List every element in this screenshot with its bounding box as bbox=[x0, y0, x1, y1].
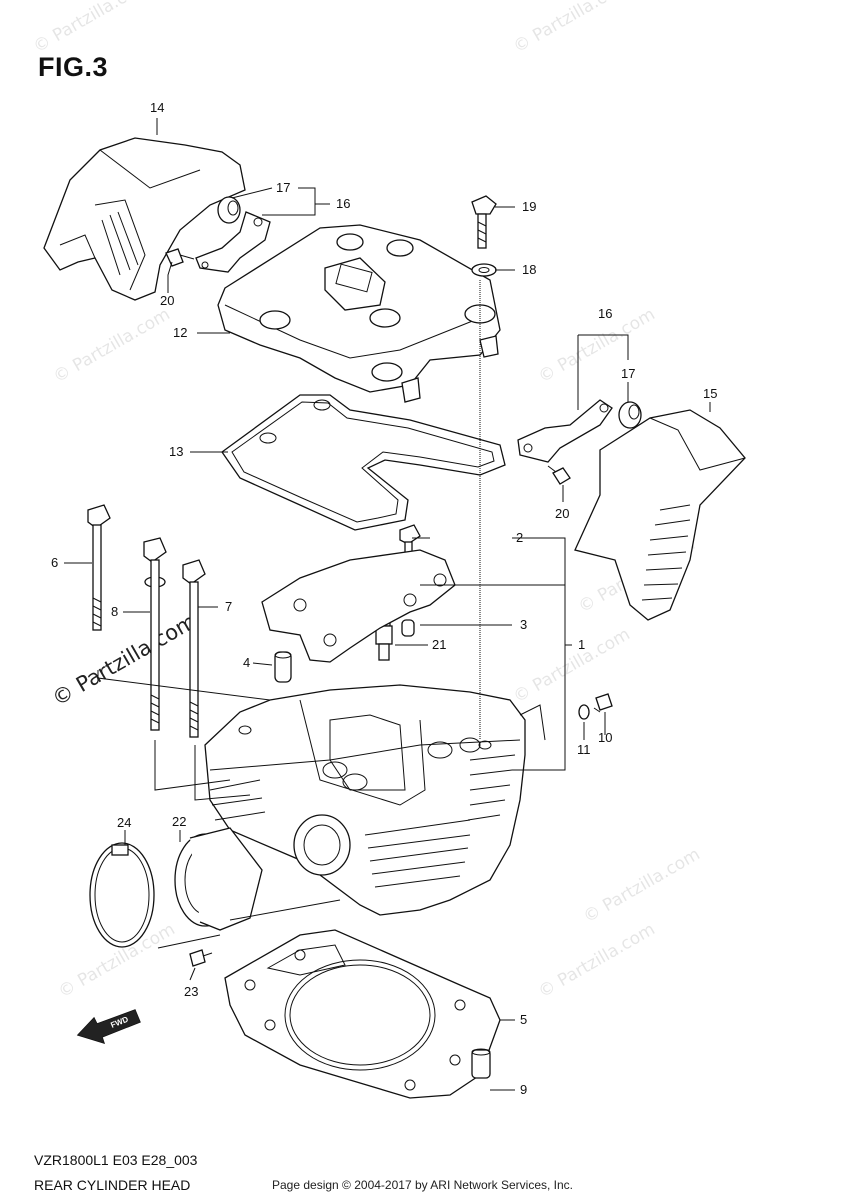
callout-16-upper: 16 bbox=[336, 196, 350, 211]
part-8-bolt bbox=[143, 537, 167, 731]
callout-22: 22 bbox=[172, 814, 186, 829]
callout-2: 2 bbox=[516, 530, 523, 545]
part-5-head-gasket bbox=[224, 929, 501, 1099]
part-4-pin bbox=[274, 651, 292, 683]
part-12-cylinder-head-cover bbox=[217, 224, 501, 403]
part-camshaft-holder bbox=[261, 549, 456, 663]
callout-18: 18 bbox=[522, 262, 536, 277]
part-15-cover bbox=[574, 409, 746, 621]
part-17-grommet-right bbox=[618, 401, 642, 429]
callout-15: 15 bbox=[703, 386, 717, 401]
callout-4: 4 bbox=[243, 655, 250, 670]
callout-6: 6 bbox=[51, 555, 58, 570]
callout-1: 1 bbox=[578, 637, 585, 652]
part-24-clamp bbox=[89, 842, 155, 948]
callout-10: 10 bbox=[598, 730, 612, 745]
leader-lines bbox=[64, 118, 711, 1091]
diagram-code: VZR1800L1 E03 E28_003 bbox=[34, 1152, 198, 1168]
callout-23: 23 bbox=[184, 984, 198, 999]
callout-14: 14 bbox=[150, 100, 164, 115]
callout-9: 9 bbox=[520, 1082, 527, 1097]
fwd-arrow-icon: FWD bbox=[76, 1009, 141, 1044]
figure-title: FIG.3 bbox=[38, 52, 109, 82]
callout-24: 24 bbox=[117, 815, 131, 830]
page-credit: Page design © 2004-2017 by ARI Network S… bbox=[272, 1178, 574, 1192]
callout-20-upper: 20 bbox=[160, 293, 174, 308]
callout-17-right: 17 bbox=[621, 366, 635, 381]
callout-3: 3 bbox=[520, 617, 527, 632]
part-23-screw bbox=[189, 949, 213, 967]
part-20-bolt-upper bbox=[165, 248, 195, 267]
diagram-name: REAR CYLINDER HEAD bbox=[34, 1177, 191, 1193]
callout-11: 11 bbox=[577, 742, 591, 757]
part-3-dowel bbox=[401, 619, 415, 637]
part-17-grommet-upper bbox=[217, 196, 241, 224]
callout-8: 8 bbox=[111, 604, 118, 619]
callout-13: 13 bbox=[169, 444, 183, 459]
callout-labels: 14 17 16 20 12 19 18 16 17 15 13 20 2 6 … bbox=[51, 100, 717, 1097]
part-14-cover bbox=[43, 137, 246, 301]
part-16-bracket-upper bbox=[195, 211, 271, 273]
callout-12: 12 bbox=[173, 325, 187, 340]
callout-21: 21 bbox=[432, 637, 446, 652]
part-7-bolt bbox=[182, 559, 206, 738]
part-11-washer bbox=[578, 704, 590, 720]
part-6-bolt bbox=[87, 504, 111, 631]
callout-7: 7 bbox=[225, 599, 232, 614]
callout-16-right: 16 bbox=[598, 306, 612, 321]
callout-19: 19 bbox=[522, 199, 536, 214]
callout-20-right: 20 bbox=[555, 506, 569, 521]
part-19-bolt bbox=[471, 195, 497, 249]
part-1-cylinder-head bbox=[204, 684, 526, 916]
part-20-bolt-right bbox=[547, 465, 571, 485]
part-13-gasket bbox=[221, 394, 506, 531]
part-22-intake-pipe bbox=[174, 827, 263, 931]
part-10-bolt bbox=[593, 693, 613, 713]
callout-17-upper: 17 bbox=[276, 180, 290, 195]
part-9-dowel bbox=[471, 1048, 491, 1079]
part-18-washer bbox=[471, 263, 497, 277]
callout-5: 5 bbox=[520, 1012, 527, 1027]
part-16-bracket-right bbox=[517, 399, 613, 463]
